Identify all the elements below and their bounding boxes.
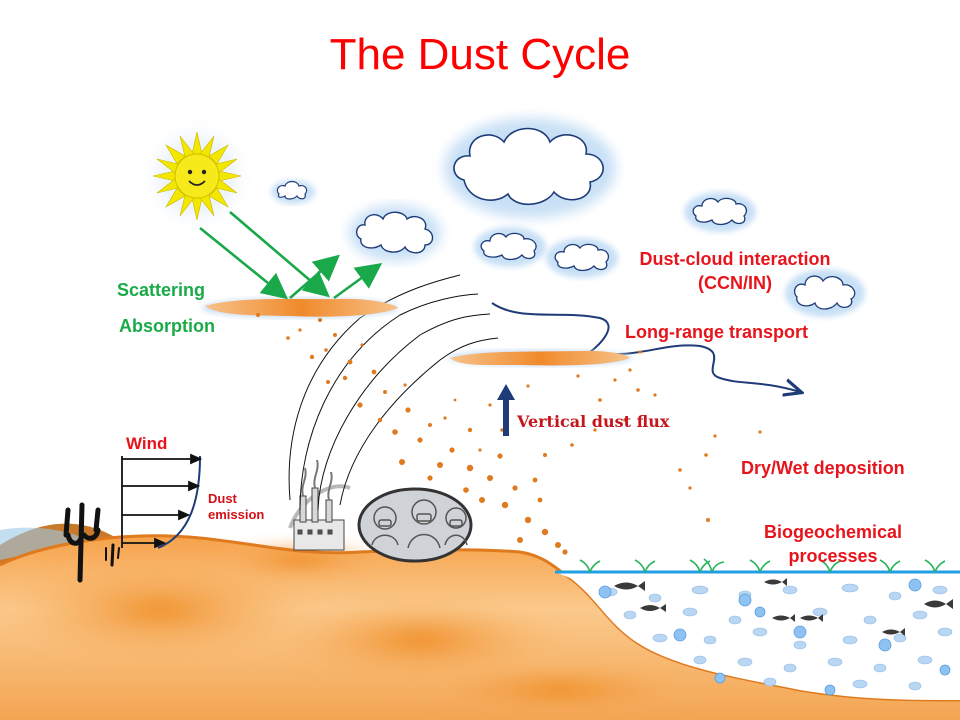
dust-layer xyxy=(202,298,632,366)
dust-cloud-interaction-label: Dust-cloud interaction (CCN/IN) xyxy=(620,247,850,295)
dust-emission-line2: emission xyxy=(208,507,265,522)
dust-cloud-line2: (CCN/IN) xyxy=(698,273,772,293)
biogeo-line1: Biogeochemical xyxy=(763,522,903,542)
biogeochemical-label: Biogeochemical processes xyxy=(738,520,928,568)
cactus-icon xyxy=(63,502,120,583)
cloud-icon xyxy=(271,118,865,317)
long-range-transport-label: Long-range transport xyxy=(625,322,808,342)
biogeo-line2: processes xyxy=(788,546,878,566)
seaweed-icon xyxy=(579,558,946,573)
factory-icon xyxy=(288,459,351,551)
dust-emission-line1: Dust xyxy=(208,491,237,506)
vertical-flux-label: Vertical dust flux xyxy=(517,412,670,431)
wind-label: Wind xyxy=(126,434,168,453)
scattering-label: Scattering xyxy=(117,280,206,300)
deposition-label: Dry/Wet deposition xyxy=(741,458,905,478)
dust-emission-label: Dust emission xyxy=(208,491,264,523)
people-with-masks-icon xyxy=(357,487,473,563)
absorption-label: Absorption xyxy=(119,316,215,336)
dust-cloud-line1: Dust-cloud interaction xyxy=(639,249,831,269)
vertical-flux-arrow xyxy=(497,384,515,436)
dust-particles xyxy=(256,313,762,555)
wind-profile xyxy=(121,453,203,549)
fish-icon xyxy=(614,578,953,636)
transport-path xyxy=(491,302,800,392)
sun-icon xyxy=(137,116,257,236)
radiation-arrows xyxy=(199,211,383,300)
wind-lines xyxy=(288,274,499,511)
ocean xyxy=(555,570,960,700)
page-title: The Dust Cycle xyxy=(329,30,631,79)
